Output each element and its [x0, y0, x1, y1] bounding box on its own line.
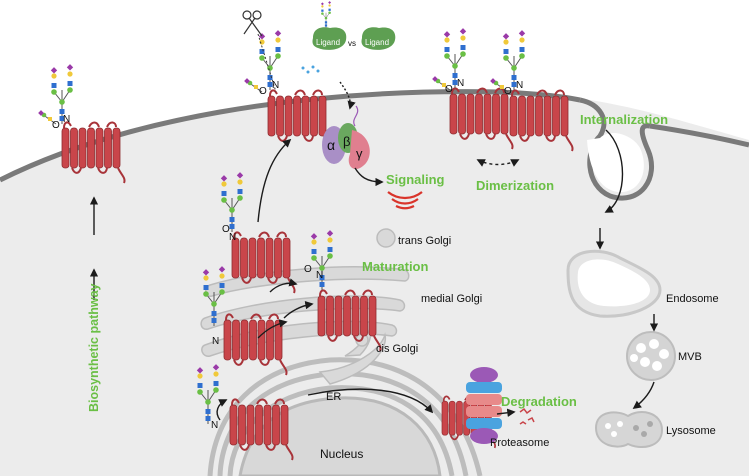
glycan-n-label: N	[457, 78, 464, 89]
glycan-o-label: O	[259, 86, 267, 97]
alpha-subunit-label: α	[327, 137, 335, 153]
glycan-o-label: O	[222, 224, 230, 235]
receptor-dimer-left: N O	[431, 27, 514, 150]
peptide-fragments	[519, 407, 535, 425]
glycan-n-label: N	[516, 80, 523, 91]
trans-golgi-label: trans Golgi	[398, 235, 451, 247]
glycan-o-label: O	[304, 264, 312, 275]
ligand-2	[361, 27, 396, 50]
glycan-n-label: N	[272, 80, 279, 91]
dimerization-label: Dimerization	[476, 178, 554, 193]
plasma-membrane-right	[649, 123, 749, 148]
degradation-label: Degradation	[501, 394, 577, 409]
receptor-er: N	[196, 363, 294, 461]
receptor-membrane-signaling: N O	[243, 29, 332, 152]
signaling-label: Signaling	[386, 172, 445, 187]
internalization-pit	[579, 97, 655, 201]
receptor-membrane-left: N O	[37, 63, 126, 184]
lysosome	[594, 411, 664, 448]
glycan-n-label: N	[212, 336, 219, 347]
receptor-trans-golgi: N O	[220, 171, 296, 294]
glycan-n-label: N	[229, 232, 236, 243]
er-label: ER	[326, 391, 341, 403]
arrows	[89, 81, 659, 421]
mvb	[626, 331, 676, 381]
cytoplasm	[0, 91, 749, 476]
nucleus-label: Nucleus	[320, 447, 363, 461]
glycan-n-label: N	[211, 420, 218, 431]
mvb-label: MVB	[678, 351, 702, 363]
g-protein	[322, 105, 370, 170]
receptor-cis-golgi: N	[202, 265, 288, 376]
lysosome-label: Lysosome	[666, 425, 716, 437]
maturation-label: Maturation	[362, 259, 429, 274]
medial-golgi-label: medial Golgi	[421, 293, 482, 305]
beta-subunit-label: β	[343, 134, 350, 149]
receptor-medial-golgi: N O	[304, 229, 382, 352]
proteasome	[466, 367, 502, 444]
glycan-o-label: O	[504, 86, 512, 97]
receptor-dimer-right: N O	[489, 29, 574, 152]
gamma-subunit-label: γ	[356, 146, 363, 161]
cis-golgi-label: cis Golgi	[376, 343, 418, 355]
scattered-ligand-dots	[301, 65, 320, 74]
glycan-n-label: N	[316, 270, 323, 281]
ligand-2-label: Ligand	[365, 38, 389, 47]
signaling-waves	[387, 191, 423, 210]
biosynthetic-pathway-label: Biosynthetic pathway	[87, 283, 101, 412]
ligand-1-label: Ligand	[316, 38, 340, 47]
glycan-o-label: O	[445, 84, 453, 95]
internalization-label: Internalization	[580, 112, 668, 127]
ligand-1	[312, 0, 347, 50]
endosome	[566, 249, 662, 318]
glycan-n-label: N	[63, 114, 70, 125]
vs-label: vs	[348, 39, 356, 48]
proteasome-label: Proteasome	[490, 437, 549, 449]
endosome-label: Endosome	[666, 293, 719, 305]
scissors-icon	[242, 10, 263, 37]
glycan-o-label: O	[52, 120, 60, 131]
